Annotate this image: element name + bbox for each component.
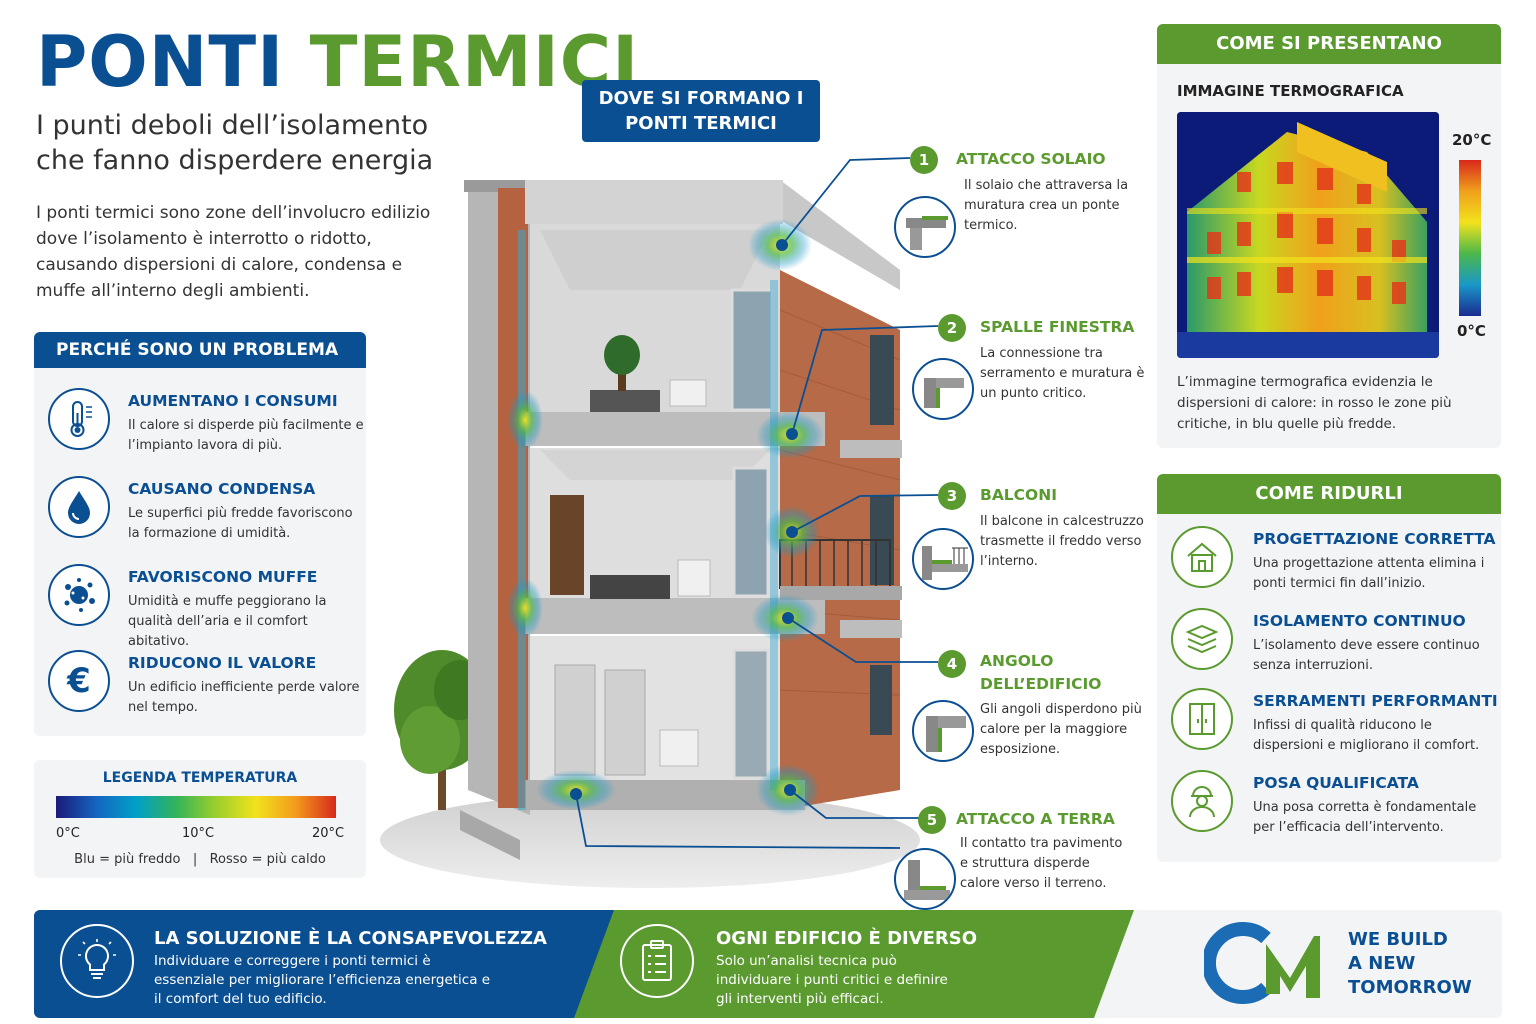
thermo-scale-min: 0°C [1457,322,1486,340]
problem-desc: Le superfici più fredde favoriscono la f… [128,506,353,541]
callout-number: 5 [918,806,946,834]
corner-icon [912,700,974,762]
slogan-line-1: WE BUILD [1348,929,1448,950]
layers-icon [1171,608,1233,670]
page-title: PONTI TERMICI [36,22,639,102]
callout-desc: Gli angoli disperdono più calore per la … [980,702,1142,757]
ground-junction-icon [894,848,956,910]
reduce-title: POSA QUALIFICATA [1253,774,1419,792]
problem-desc: Un edificio inefficiente perde valore ne… [128,680,360,715]
problems-heading: PERCHÉ SONO UN PROBLEMA [34,332,366,368]
legend-min: 0°C [56,826,80,841]
problem-item-valore: € RIDUCONO IL VALORE Un edificio ineffic… [48,650,368,730]
reduce-item-serramenti: SERRAMENTI PERFORMANTI Infissi di qualit… [1171,688,1501,768]
house-icon [1171,526,1233,588]
thermo-scale-bar [1459,160,1481,316]
slogan-line-2: A NEW [1348,953,1416,974]
problem-item-condensa: CAUSANO CONDENSA Le superfici più fredde… [48,476,368,556]
footer-desc-1: Individuare e correggere i ponti termici… [154,953,491,1007]
callout-title: ANGOLO DELL’EDIFICIO [980,652,1102,693]
thermographic-image [1177,112,1439,358]
title-part-1: PONTI [36,21,285,103]
temperature-legend: LEGENDA TEMPERATURA 0°C 10°C 20°C Blu = … [34,760,366,878]
mold-icon [48,564,110,626]
footer-title-2: OGNI EDIFICIO È DIVERSO [716,928,978,949]
thermo-scale-max: 20°C [1452,131,1492,149]
callout-title: SPALLE FINESTRA [980,318,1135,336]
legend-gradient-bar [56,796,336,818]
building-illustration [380,180,920,888]
callout-desc: Il contatto tra pavimento e struttura di… [960,836,1123,891]
reduce-card: COME RIDURLI PROGETTAZIONE CORRETTA Una … [1157,474,1501,862]
slogan-line-3: TOMORROW [1348,977,1472,998]
reduce-desc: Infissi di qualità riducono le dispersio… [1253,718,1480,753]
legend-note: Blu = più freddo | Rosso = più caldo [74,852,326,867]
thermography-desc: L’immagine termografica evidenzia le dis… [1177,374,1452,432]
problem-desc: Umidità e muffe peggiorano la qualità de… [128,594,327,649]
callout-title: BALCONI [980,486,1057,504]
company-logo [1204,922,1320,1004]
window-icon [1171,688,1233,750]
callout-number: 1 [910,146,938,174]
lightbulb-icon [60,924,134,998]
reduce-desc: L’isolamento deve essere continuo senza … [1253,638,1480,673]
legend-max: 20°C [312,826,345,841]
callout-title: ATTACCO SOLAIO [956,150,1106,168]
water-drop-icon [48,476,110,538]
reduce-item-progettazione: PROGETTAZIONE CORRETTA Una progettazione… [1171,526,1501,606]
legend-title: LEGENDA TEMPERATURA [102,770,298,786]
problem-title: CAUSANO CONDENSA [128,480,316,498]
footer-desc-2: Solo un’analisi tecnica può individuare … [716,953,948,1007]
reduce-item-isolamento: ISOLAMENTO CONTINUO L’isolamento deve es… [1171,608,1501,688]
thermography-label: IMMAGINE TERMOGRAFICA [1177,82,1404,100]
slab-junction-icon [894,196,956,258]
present-heading: COME SI PRESENTANO [1157,24,1501,64]
worker-icon [1171,770,1233,832]
callout-connectors [570,157,939,849]
where-heading: DOVE SI FORMANO I PONTI TERMICI [582,80,820,142]
callout-number: 3 [938,482,966,510]
slogan: WE BUILD A NEW TOMORROW [1348,928,1472,1000]
problem-item-muffe: FAVORISCONO MUFFE Umidità e muffe peggio… [48,564,368,649]
callout-desc: La connessione tra serramento e muratura… [980,346,1145,401]
callout-number: 4 [938,650,966,678]
euro-icon: € [48,650,110,712]
window-jamb-icon [912,358,974,420]
page-subtitle: I punti deboli dell’isolamento che fanno… [36,110,434,176]
callout-number: 2 [938,314,966,342]
present-card: COME SI PRESENTANO IMMAGINE TERMOGRAFICA [1157,24,1501,448]
problem-title: FAVORISCONO MUFFE [128,568,318,586]
reduce-item-posa: POSA QUALIFICATA Una posa corretta è fon… [1171,770,1501,850]
reduce-desc: Una progettazione attenta elimina i pont… [1253,556,1485,591]
legend-mid: 10°C [182,826,215,841]
callout-desc: Il balcone in calcestruzzo trasmette il … [980,514,1144,569]
callout-desc: Il solaio che attraversa la muratura cre… [964,178,1129,233]
problem-item-consumi: AUMENTANO I CONSUMI Il calore si disperd… [48,388,368,468]
footer-title-1: LA SOLUZIONE È LA CONSAPEVOLEZZA [154,928,547,949]
checklist-icon [620,924,694,998]
footer-banner: LA SOLUZIONE È LA CONSAPEVOLEZZA Individ… [34,910,1502,1018]
callout-title: ATTACCO A TERRA [956,810,1115,828]
reduce-title: PROGETTAZIONE CORRETTA [1253,530,1496,548]
problem-title: AUMENTANO I CONSUMI [128,392,338,410]
problem-title: RIDUCONO IL VALORE [128,654,317,672]
thermometer-icon [48,388,110,450]
reduce-desc: Una posa corretta è fondamentale per l’e… [1253,800,1477,835]
problems-card: PERCHÉ SONO UN PROBLEMA AUMENTANO I CONS… [34,332,366,736]
reduce-title: SERRAMENTI PERFORMANTI [1253,692,1498,710]
balcony-icon [912,528,974,590]
intro-text: I ponti termici sono zone dell’involucro… [36,203,431,301]
reduce-heading: COME RIDURLI [1157,474,1501,514]
problem-desc: Il calore si disperde più facilmente e l… [128,418,364,453]
reduce-title: ISOLAMENTO CONTINUO [1253,612,1466,630]
